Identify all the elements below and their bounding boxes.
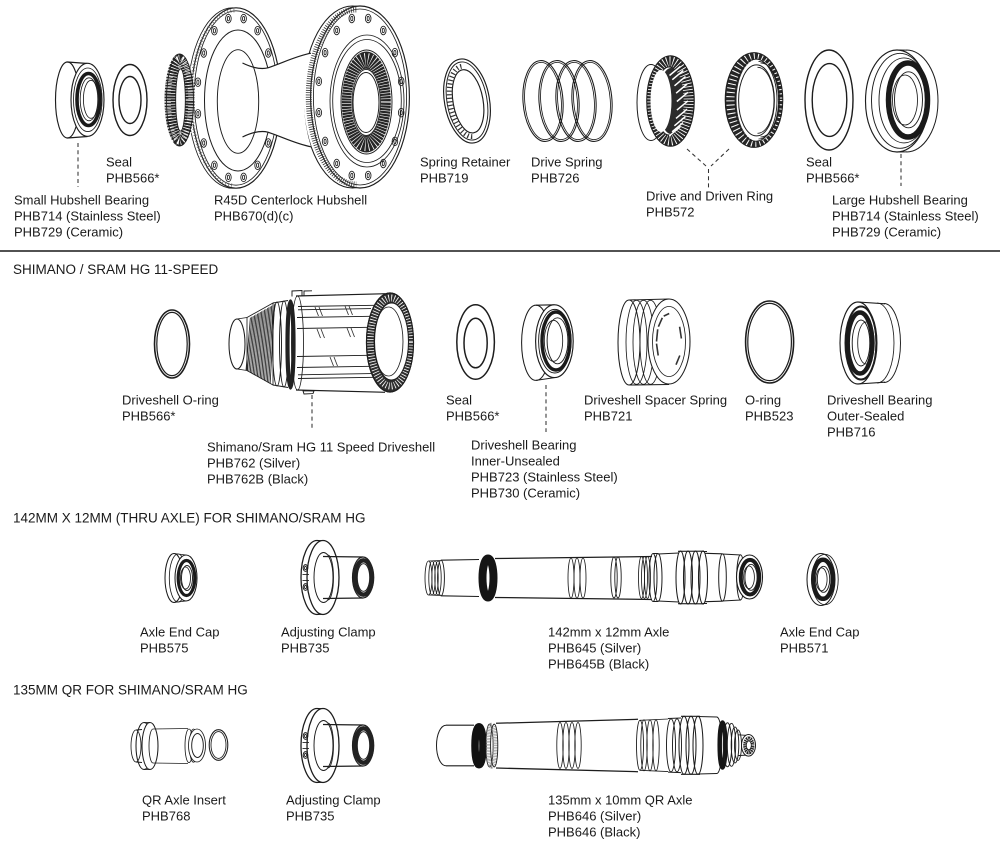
svg-text:PHB572: PHB572: [646, 205, 694, 220]
svg-text:Inner-Unsealed: Inner-Unsealed: [471, 454, 560, 469]
svg-text:Drive Spring: Drive Spring: [531, 155, 603, 170]
svg-text:QR Axle Insert: QR Axle Insert: [142, 793, 226, 808]
svg-text:Seal: Seal: [446, 393, 472, 408]
svg-text:Seal: Seal: [106, 155, 132, 170]
svg-text:PHB566*: PHB566*: [122, 409, 175, 424]
svg-text:Outer-Sealed: Outer-Sealed: [827, 409, 904, 424]
svg-text:Driveshell Spacer Spring: Driveshell Spacer Spring: [584, 393, 727, 408]
svg-text:Drive and Driven Ring: Drive and Driven Ring: [646, 189, 773, 204]
svg-text:PHB645B (Black): PHB645B (Black): [548, 657, 649, 672]
svg-text:Large Hubshell Bearing: Large Hubshell Bearing: [832, 193, 968, 208]
svg-text:142mm x 12mm Axle: 142mm x 12mm Axle: [548, 625, 669, 640]
svg-text:Shimano/Sram HG 11 Speed Drive: Shimano/Sram HG 11 Speed Driveshell: [207, 440, 435, 455]
svg-text:PHB566*: PHB566*: [806, 171, 859, 186]
svg-text:135mm x 10mm QR Axle: 135mm x 10mm QR Axle: [548, 793, 693, 808]
svg-text:PHB729 (Ceramic): PHB729 (Ceramic): [14, 225, 123, 240]
svg-text:PHB566*: PHB566*: [106, 171, 159, 186]
svg-text:PHB571: PHB571: [780, 641, 828, 656]
svg-text:Driveshell Bearing: Driveshell Bearing: [827, 393, 933, 408]
svg-text:Driveshell O-ring: Driveshell O-ring: [122, 393, 219, 408]
svg-text:PHB721: PHB721: [584, 409, 632, 424]
svg-text:PHB566*: PHB566*: [446, 409, 499, 424]
svg-text:PHB723 (Stainless Steel): PHB723 (Stainless Steel): [471, 470, 618, 485]
svg-text:PHB730 (Ceramic): PHB730 (Ceramic): [471, 486, 580, 501]
svg-text:Small Hubshell Bearing: Small Hubshell Bearing: [14, 193, 149, 208]
svg-text:PHB735: PHB735: [281, 641, 329, 656]
svg-text:PHB714 (Stainless Steel): PHB714 (Stainless Steel): [14, 209, 161, 224]
svg-text:PHB716: PHB716: [827, 425, 875, 440]
svg-text:SHIMANO / SRAM HG 11-SPEED: SHIMANO / SRAM HG 11-SPEED: [13, 262, 219, 277]
svg-text:PHB646 (Silver): PHB646 (Silver): [548, 809, 641, 824]
svg-text:PHB726: PHB726: [531, 171, 579, 186]
svg-text:PHB523: PHB523: [745, 409, 793, 424]
svg-text:PHB729 (Ceramic): PHB729 (Ceramic): [832, 225, 941, 240]
svg-text:PHB762 (Silver): PHB762 (Silver): [207, 456, 300, 471]
svg-text:PHB719: PHB719: [420, 171, 468, 186]
svg-text:O-ring: O-ring: [745, 393, 781, 408]
svg-text:Axle End Cap: Axle End Cap: [140, 625, 220, 640]
svg-text:Seal: Seal: [806, 155, 832, 170]
svg-text:Adjusting Clamp: Adjusting Clamp: [281, 625, 376, 640]
svg-text:Adjusting Clamp: Adjusting Clamp: [286, 793, 381, 808]
svg-text:PHB768: PHB768: [142, 809, 190, 824]
svg-text:PHB762B (Black): PHB762B (Black): [207, 472, 308, 487]
svg-text:R45D Centerlock Hubshell: R45D Centerlock Hubshell: [214, 193, 367, 208]
svg-text:PHB646 (Black): PHB646 (Black): [548, 825, 640, 840]
svg-text:Axle End Cap: Axle End Cap: [780, 625, 860, 640]
svg-text:PHB735: PHB735: [286, 809, 334, 824]
svg-text:PHB575: PHB575: [140, 641, 188, 656]
svg-text:135MM QR FOR SHIMANO/SRAM HG: 135MM QR FOR SHIMANO/SRAM HG: [13, 683, 248, 698]
svg-text:PHB670(d)(c): PHB670(d)(c): [214, 209, 293, 224]
svg-text:142MM X 12MM (THRU AXLE) FOR S: 142MM X 12MM (THRU AXLE) FOR SHIMANO/SRA…: [13, 511, 366, 526]
svg-text:PHB645 (Silver): PHB645 (Silver): [548, 641, 641, 656]
svg-text:PHB714 (Stainless Steel): PHB714 (Stainless Steel): [832, 209, 979, 224]
svg-text:Spring Retainer: Spring Retainer: [420, 155, 511, 170]
svg-text:Driveshell Bearing: Driveshell Bearing: [471, 438, 577, 453]
